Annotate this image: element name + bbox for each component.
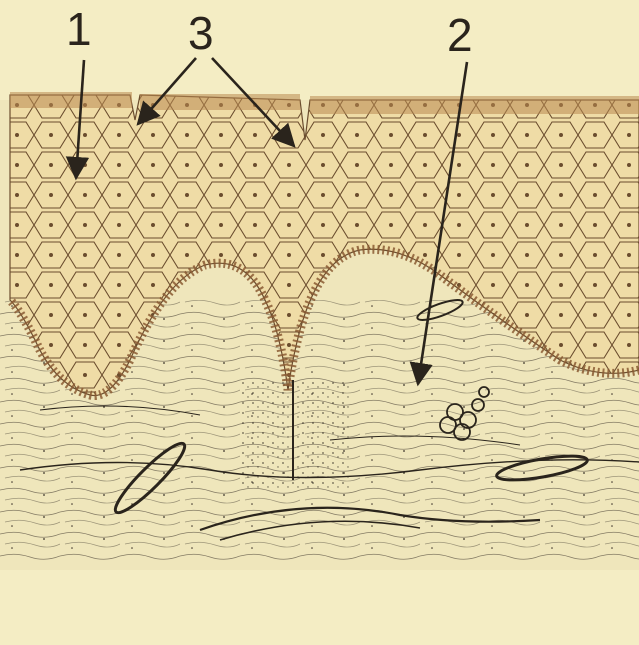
dotted-cluster [240, 380, 350, 490]
label-1: 1 [66, 6, 92, 52]
label-3: 3 [188, 10, 214, 56]
label-2: 2 [447, 12, 473, 58]
